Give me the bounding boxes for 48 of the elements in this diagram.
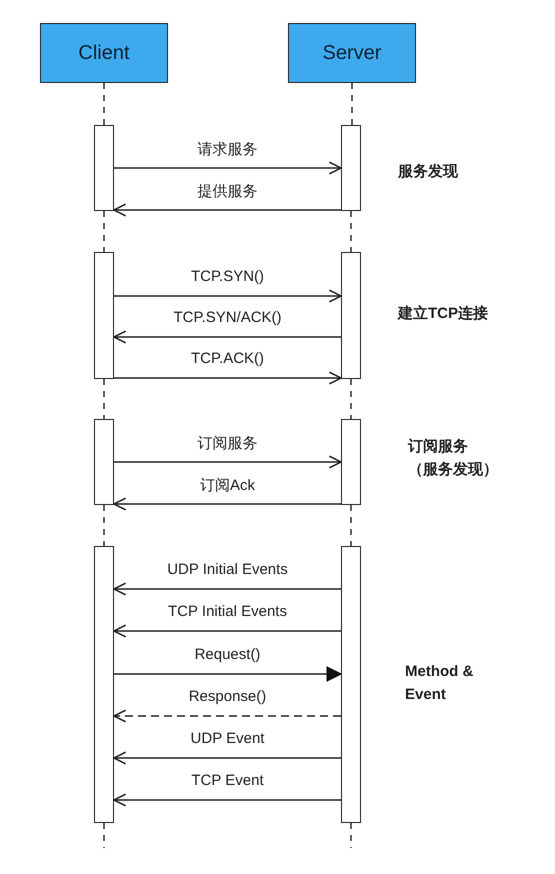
message-arrow — [114, 289, 342, 303]
message-arrow — [113, 582, 341, 596]
lifeline — [351, 83, 353, 125]
message-label: TCP.ACK() — [188, 350, 266, 367]
activation-bar — [94, 419, 114, 505]
lifeline — [103, 211, 105, 252]
message-arrow — [114, 455, 342, 469]
lifeline — [103, 505, 105, 546]
message-arrow — [113, 709, 341, 723]
phase-label: 服务发现 — [398, 162, 458, 182]
participant-box — [40, 23, 168, 83]
activation-bar — [341, 125, 361, 211]
activation-bar — [94, 546, 114, 823]
phase-label: 订阅服务（服务发现） — [408, 437, 499, 480]
lifeline — [350, 823, 352, 848]
message-arrow — [113, 793, 341, 807]
lifeline — [103, 379, 105, 419]
message-label: 请求服务 — [196, 140, 260, 159]
participant-name: Server — [322, 42, 382, 64]
lifeline — [103, 823, 105, 848]
activation-bar — [94, 125, 114, 211]
activation-bar — [341, 252, 361, 379]
activation-bar — [94, 252, 114, 379]
message-label: 提供服务 — [196, 182, 260, 201]
message-arrow — [113, 751, 341, 765]
lifeline — [103, 83, 105, 125]
message-label: 订阅Ack — [198, 476, 257, 495]
message-label: TCP.SYN() — [188, 268, 266, 285]
activation-bar — [341, 546, 361, 823]
phase-label: Method & Event — [405, 662, 474, 705]
message-label: 订阅服务 — [196, 434, 260, 453]
lifeline — [350, 505, 352, 546]
message-arrow — [114, 161, 342, 175]
activation-bar — [341, 419, 361, 505]
participant-name: Client — [78, 42, 130, 64]
message-label: TCP.SYN/ACK() — [171, 309, 284, 326]
message-arrow — [113, 624, 341, 638]
message-label: Response() — [186, 688, 268, 705]
phase-label: 建立TCP连接 — [398, 304, 488, 324]
participant-box — [288, 23, 416, 83]
message-arrow — [113, 497, 341, 511]
message-label: Request() — [192, 646, 262, 663]
lifeline — [350, 379, 352, 419]
message-arrow — [113, 203, 341, 217]
message-arrow — [113, 330, 341, 344]
message-arrow — [114, 371, 342, 385]
lifeline — [350, 211, 352, 252]
message-arrow — [114, 666, 342, 682]
